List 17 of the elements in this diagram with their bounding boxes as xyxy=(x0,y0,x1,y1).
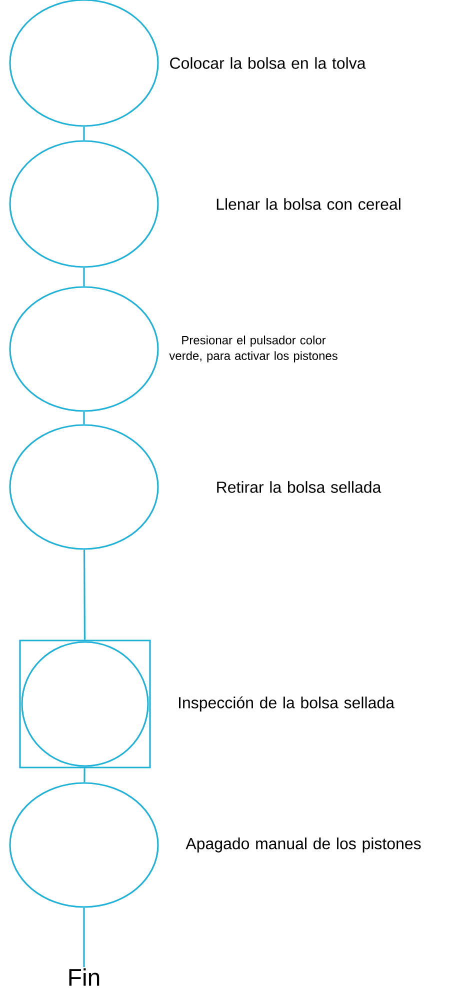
operation-circle xyxy=(9,424,159,550)
step-description: Llenar la bolsa con cereal xyxy=(216,198,400,210)
step-description: Retirar la bolsa sellada xyxy=(217,481,382,493)
step-description: Inspección de la bolsa sellada xyxy=(179,696,394,712)
connector-line xyxy=(84,550,86,640)
connector-line xyxy=(84,768,86,782)
step-description: Colocar la bolsa en la tolva xyxy=(170,57,366,69)
step-description: Presionar el pulsador color verde, para activar los pistones xyxy=(169,336,338,362)
connector-line xyxy=(83,268,85,286)
connector-line xyxy=(83,908,85,968)
step-description: Apagado manual de los pistones xyxy=(186,838,421,852)
operation-circle xyxy=(9,782,159,908)
end-label: Fin xyxy=(69,968,100,986)
operation-circle xyxy=(9,286,159,412)
connector-line xyxy=(83,412,85,424)
operation-circle xyxy=(9,140,159,268)
connector-line xyxy=(83,126,85,140)
